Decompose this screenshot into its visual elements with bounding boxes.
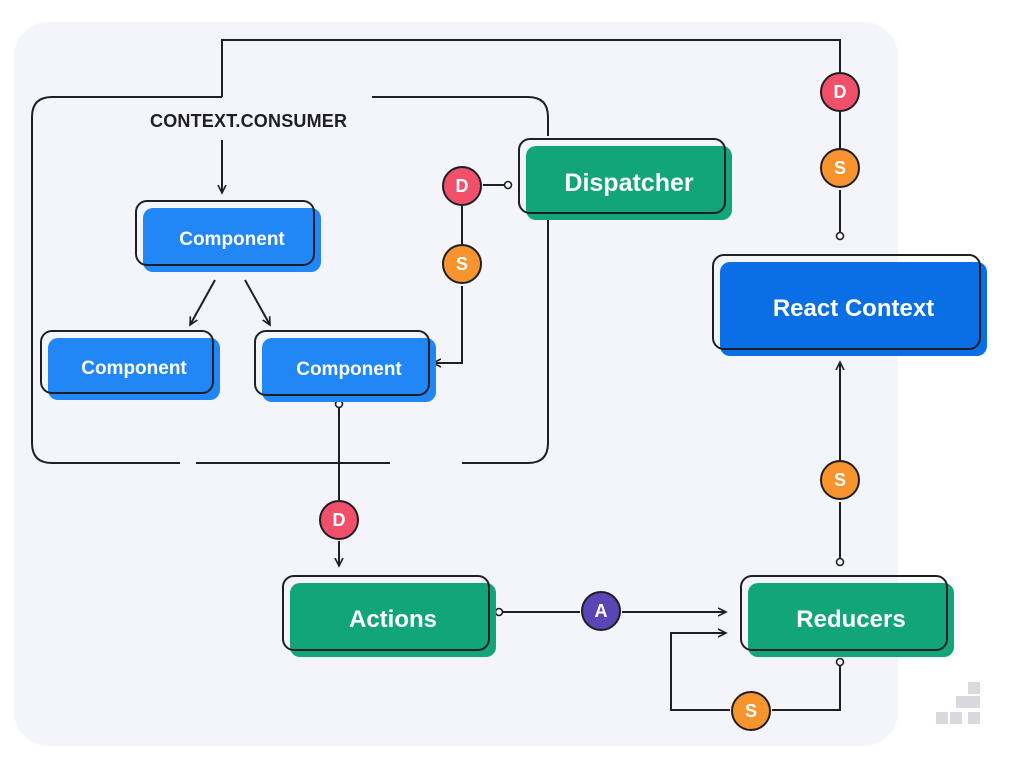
state-badge-dispatcher: S [442, 244, 482, 284]
component-to-right-arrow [244, 279, 271, 325]
top-loop-line [221, 39, 841, 97]
react-context-node-label: React Context [772, 295, 935, 322]
dispatch-badge-context: D [820, 72, 860, 112]
dispatcher-node[interactable]: Dispatcher [518, 138, 732, 220]
react-context-node[interactable]: React Context [712, 254, 987, 356]
state-badge-reducers-loop: S [731, 691, 771, 731]
component-node-right-label: Component [296, 359, 402, 380]
component-node-right[interactable]: Component [254, 330, 436, 402]
dispatch-badge-dispatcher: D [442, 166, 482, 206]
context-consumer-label: CONTEXT.CONSUMER [150, 111, 348, 131]
s-to-component-arrow [433, 286, 463, 363]
component-node-left-label: Component [81, 358, 187, 379]
component-node-left[interactable]: Component [40, 330, 220, 400]
dispatcher-node-label: Dispatcher [564, 168, 694, 197]
reducers-node-label: Reducers [796, 606, 906, 633]
reducers-node[interactable]: Reducers [740, 575, 954, 657]
brand-logo-icon [936, 682, 980, 724]
state-badge-reducers: S [820, 460, 860, 500]
reducers-loop-line [772, 662, 841, 711]
actions-node[interactable]: Actions [282, 575, 496, 657]
action-badge: A [581, 591, 621, 631]
consumer-boundary [31, 96, 549, 464]
state-badge-context: S [820, 148, 860, 188]
component-node-top-label: Component [179, 229, 285, 250]
component-node-top[interactable]: Component [135, 200, 321, 272]
reducers-loop-arrow [670, 633, 730, 711]
component-to-left-arrow [189, 279, 216, 325]
actions-node-label: Actions [348, 606, 437, 633]
dispatch-badge-component: D [319, 500, 359, 540]
